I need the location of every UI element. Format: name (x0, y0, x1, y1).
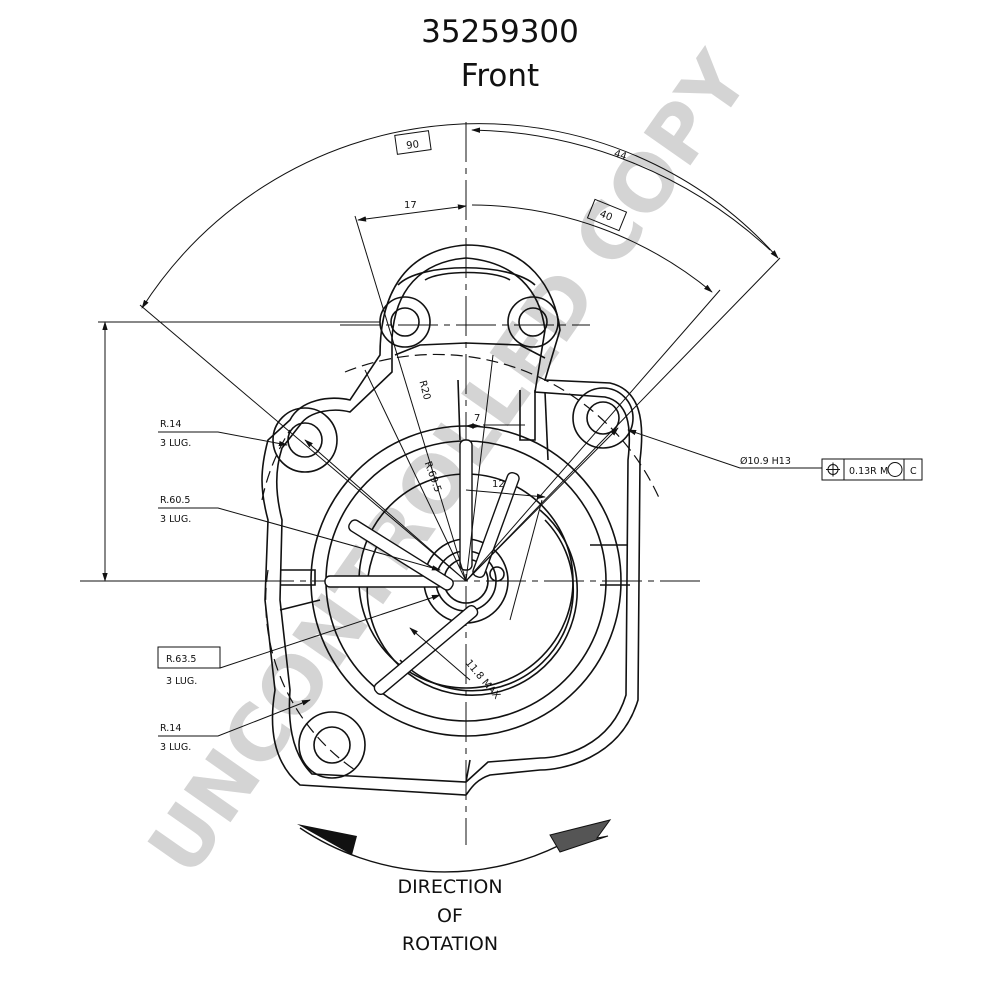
dashed-arcs (261, 353, 661, 771)
dim-12: 12 (492, 479, 505, 490)
rotation-arrow-head-icon (297, 824, 357, 855)
dim-r20: R20 (416, 379, 432, 401)
dim-40: 40 (598, 209, 614, 224)
callout-r14-bottom-sub: 3 LUG. (160, 742, 191, 753)
rotation-indicator (297, 819, 612, 873)
dim-17: 17 (404, 200, 417, 211)
watermark-text: UNCONTROLLED COPY (132, 36, 768, 891)
callout-r63-5: R.63.5 (166, 654, 196, 665)
callout-r14-bottom: R.14 (160, 723, 181, 734)
dim-90: 90 (406, 139, 420, 152)
datum-label: C (910, 466, 917, 477)
callout-hole: Ø10.9 H13 (740, 456, 791, 467)
rotation-label-line1: DIRECTION (397, 876, 503, 898)
dim-44: 44 (612, 148, 628, 162)
view-title: Front (460, 58, 540, 94)
part-number-title: 35259300 (421, 14, 579, 50)
callout-labels: R.14 3 LUG. R.60.5 3 LUG. R.63.5 3 LUG. … (157, 419, 791, 753)
leader-lines (158, 429, 822, 737)
radial-bars (324, 439, 520, 696)
rotation-label-line2: OF (437, 905, 463, 927)
callout-r63-5-sub: 3 LUG. (166, 676, 197, 687)
rotation-label-line3: ROTATION (401, 933, 499, 955)
dim-7: 7 (474, 413, 480, 424)
dimension-lines (98, 123, 781, 681)
rotation-arrow-tail-icon (549, 819, 612, 853)
tolerance-frame: 0.13R M C (821, 458, 923, 481)
tolerance-value: 0.13R (849, 466, 877, 477)
callout-r14-top-sub: 3 LUG. (160, 438, 191, 449)
callout-r14-top: R.14 (160, 419, 181, 430)
position-icon (826, 462, 840, 477)
tolerance-modifier: M (880, 466, 888, 477)
callout-r60-5: R.60.5 (160, 495, 190, 506)
mmc-icon (887, 462, 903, 477)
callout-r60-5-sub: 3 LUG. (160, 514, 191, 525)
